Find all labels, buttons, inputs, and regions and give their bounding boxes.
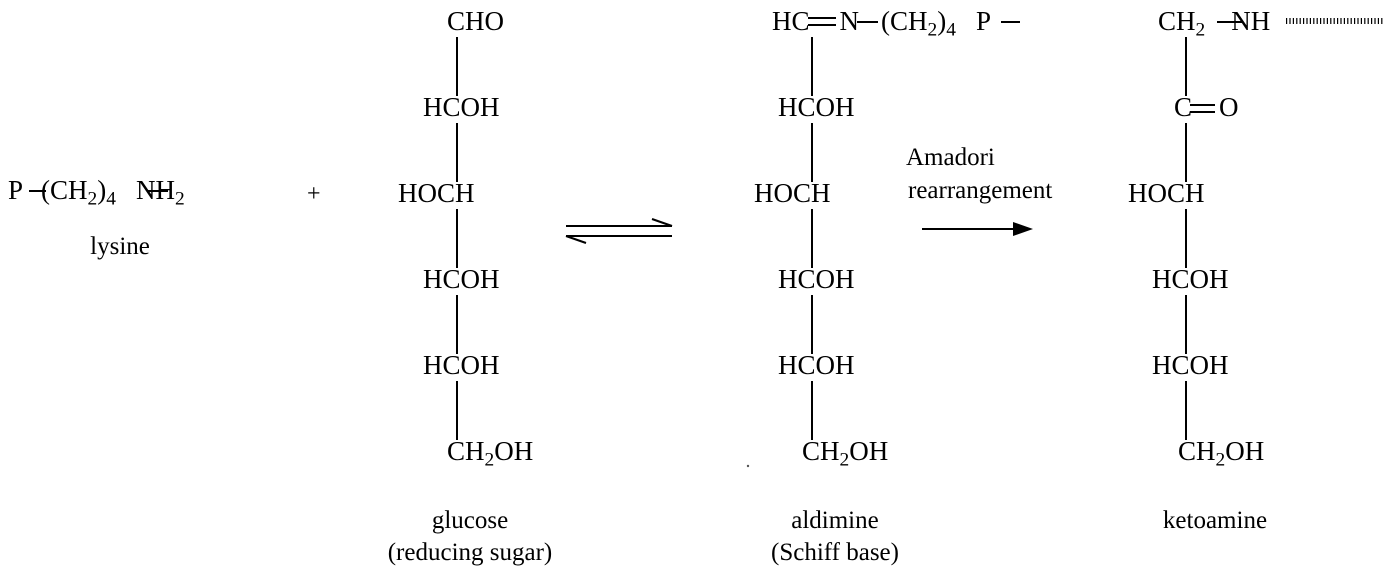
lysine-label: lysine	[90, 233, 150, 260]
protein-p-label: P	[8, 175, 24, 205]
glucose-c5-hcoh: HCOH	[423, 350, 500, 380]
glucose-c1-cho: CHO	[447, 6, 505, 36]
amadori-arrow-head	[1013, 222, 1033, 236]
aldimine-note: (Schiff base)	[771, 539, 899, 566]
aldimine-c3-hoch: HOCH	[754, 178, 831, 208]
aldimine-c6-ch2oh: CH2OH	[802, 436, 889, 471]
plus-sign: +	[307, 181, 321, 207]
ketoamine-label: ketoamine	[1162, 507, 1268, 534]
glucose-c2-hcoh: HCOH	[423, 92, 500, 122]
equilibrium-forward-barb	[651, 218, 673, 227]
equilibrium-reverse-barb	[565, 235, 587, 244]
rearrangement-line-2: rearrangement	[908, 177, 1053, 204]
rearrangement-line-1: Amadori	[906, 144, 995, 171]
glucose-c3-hoch: HOCH	[398, 178, 475, 208]
glucose-label: glucose	[431, 507, 509, 534]
ketoamine-c3-hoch: HOCH	[1128, 178, 1205, 208]
stray-dot	[746, 464, 750, 468]
glucose-note: (reducing sugar)	[387, 539, 553, 566]
glucose-c6-ch2oh: CH2OH	[447, 436, 534, 471]
aldimine-c5-hcoh: HCOH	[778, 350, 855, 380]
glucose-c4-hcoh: HCOH	[423, 264, 500, 294]
ketoamine-c6-ch2oh: CH2OH	[1178, 436, 1265, 471]
ketoamine-c4-hcoh: HCOH	[1152, 264, 1229, 294]
ch2-group: (CH2)4	[41, 175, 116, 210]
ketoamine-c5-hcoh: HCOH	[1152, 350, 1229, 380]
aldimine-c4-hcoh: HCOH	[778, 264, 855, 294]
aldimine-label: aldimine	[791, 507, 879, 534]
aldimine-c2-hcoh: HCOH	[778, 92, 855, 122]
